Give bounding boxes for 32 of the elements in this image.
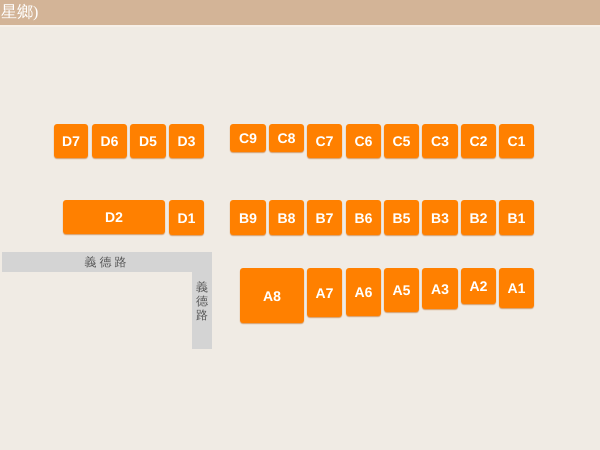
unit-box: D2 bbox=[63, 200, 165, 234]
unit-box: B5 bbox=[384, 200, 419, 235]
unit-box: C6 bbox=[346, 124, 381, 158]
unit-box: D3 bbox=[169, 124, 204, 158]
unit-box: A3 bbox=[422, 268, 458, 309]
unit-box: C1 bbox=[499, 124, 534, 158]
unit-box: A2 bbox=[461, 268, 496, 304]
road-band: 義德路 bbox=[2, 252, 212, 272]
unit-box: B6 bbox=[346, 200, 381, 235]
unit-box: C5 bbox=[384, 124, 419, 158]
unit-box: B1 bbox=[499, 200, 534, 235]
unit-box: B7 bbox=[307, 200, 342, 235]
unit-box: B9 bbox=[230, 200, 266, 235]
unit-box: B2 bbox=[461, 200, 496, 235]
unit-box: D6 bbox=[92, 124, 127, 158]
unit-box: C9 bbox=[230, 124, 266, 152]
road-band: 義德路 bbox=[192, 272, 212, 349]
unit-box: C8 bbox=[269, 124, 304, 152]
unit-box: D7 bbox=[54, 124, 88, 158]
unit-box: C7 bbox=[307, 124, 342, 158]
unit-box: C2 bbox=[461, 124, 496, 158]
title: 星鄉) bbox=[1, 3, 38, 22]
unit-box: A5 bbox=[384, 268, 419, 312]
unit-box: A7 bbox=[307, 268, 342, 317]
unit-box: A6 bbox=[346, 268, 381, 316]
unit-box: A8 bbox=[240, 268, 304, 323]
unit-box: A1 bbox=[499, 268, 534, 308]
unit-box: D1 bbox=[169, 200, 204, 235]
unit-box: C3 bbox=[422, 124, 458, 158]
unit-box: D5 bbox=[130, 124, 166, 158]
unit-box: B3 bbox=[422, 200, 458, 235]
unit-box: B8 bbox=[269, 200, 304, 235]
